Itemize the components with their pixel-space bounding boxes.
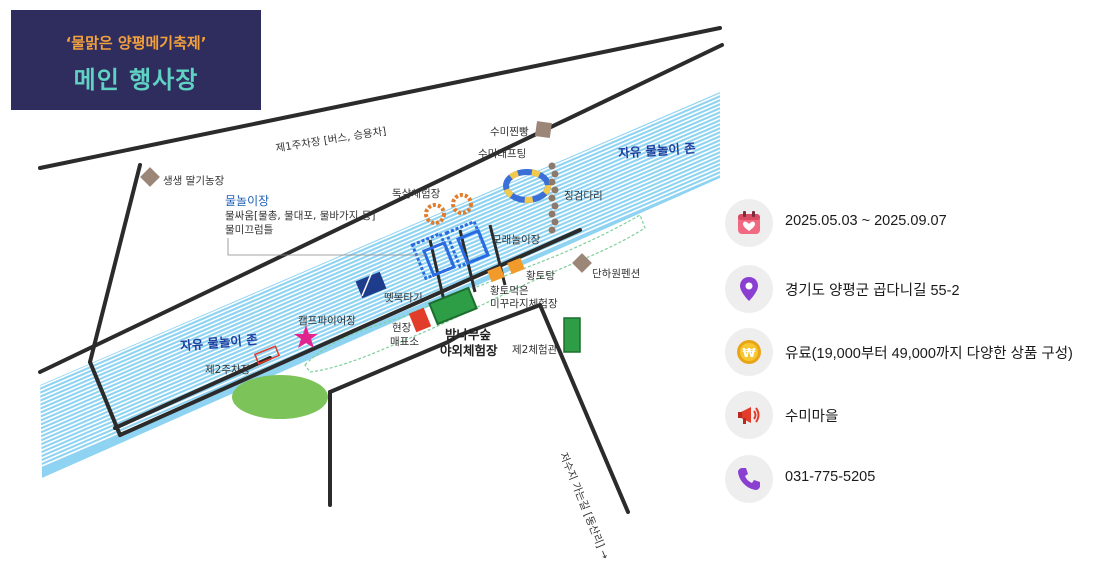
strawberry-farm-marker <box>140 167 160 187</box>
river-stripe <box>40 165 720 478</box>
fish-catch-marker <box>424 193 473 225</box>
label-forest-line2: 야외체험장 <box>440 343 498 358</box>
campfire-marker <box>294 325 318 348</box>
calendar-icon <box>725 199 773 247</box>
stepping-stone <box>548 210 556 218</box>
hall2-marker <box>563 317 581 353</box>
label-ticket-line2: 매표소 <box>390 336 419 348</box>
island-outline <box>304 214 646 373</box>
label-mud-bath: 황토탕 <box>526 270 555 282</box>
ticket-office-marker <box>408 307 432 333</box>
stepping-stone <box>551 218 559 226</box>
stepping-stones <box>548 162 559 234</box>
label-water-play-line2: 물미끄럼틀 <box>225 224 274 236</box>
label-water-play-title: 물놀이장 <box>225 194 270 208</box>
label-mud-mission: 황토먹은 미꾸라지체험장 <box>490 285 558 310</box>
stepping-stone <box>548 194 556 202</box>
pension-marker <box>572 253 592 273</box>
location-pin-icon <box>725 265 773 313</box>
label-bridge: 징검다리 <box>564 190 603 202</box>
info-date: 2025.05.03 ~ 2025.09.07 <box>725 199 1105 247</box>
info-organizer-text: 수미마을 <box>785 409 839 425</box>
label-sand-play: 모래놀이장 <box>492 234 541 246</box>
label-forest-line1: 밤나무숲 <box>445 327 492 342</box>
label-raft: 뗏목타기 <box>384 292 423 304</box>
river-stripe <box>40 149 720 465</box>
mud-bath-marker <box>487 265 505 283</box>
stepping-stone <box>551 170 559 178</box>
svg-text:₩: ₩ <box>742 346 756 360</box>
river-stripe <box>40 117 720 433</box>
label-hall2: 제2체험관 <box>512 344 558 356</box>
label-strawberry-farm: 생생 딸기농장 <box>163 175 225 187</box>
stepping-stone <box>548 226 556 234</box>
river-stripe <box>40 157 720 473</box>
header-banner: ‘물맑은 양평메기축제’ 메인 행사장 <box>11 10 261 110</box>
megaphone-icon <box>725 391 773 439</box>
river-stripe <box>40 145 720 461</box>
label-sumi-bread: 수미찐빵 <box>490 126 529 138</box>
info-date-text: 2025.05.03 ~ 2025.09.07 <box>785 213 947 229</box>
label-campfire: 캠프파이어장 <box>298 315 356 327</box>
stepping-stone <box>548 162 556 170</box>
header-subtitle: ‘물맑은 양평메기축제’ <box>65 34 207 52</box>
festival-map: ‘물맑은 양평메기축제’ 메인 행사장 제1주차장 [버스, 승용차] 생생 딸… <box>11 10 724 561</box>
info-phone-text: 031-775-5205 <box>785 469 876 485</box>
header-title: 메인 행사장 <box>73 66 199 94</box>
stepping-stone <box>551 186 559 194</box>
label-sumi-rafting: 수미래프팅 <box>478 148 527 160</box>
river-stripe <box>40 109 720 425</box>
info-address: 경기도 양평군 곱다니길 55-2 <box>725 265 1105 313</box>
river-stripe <box>40 92 720 405</box>
parking2-marker <box>253 345 281 365</box>
sumi-bread-marker <box>534 121 552 139</box>
coin-icon: ₩ <box>725 328 773 376</box>
label-pension: 단하원펜션 <box>592 268 641 280</box>
phone-icon <box>725 455 773 503</box>
map-drawing <box>38 26 724 514</box>
stepping-stone <box>548 178 556 186</box>
river-stripe <box>40 153 720 469</box>
info-price-text: 유료(19,000부터 49,000까지 다양한 상품 구성) <box>785 346 1073 362</box>
info-address-text: 경기도 양평군 곱다니길 55-2 <box>785 283 960 299</box>
chestnut-forest-marker <box>428 286 478 326</box>
river-stripe <box>40 105 720 421</box>
river-stripe <box>40 101 720 417</box>
stepping-stone <box>551 202 559 210</box>
info-price: ₩ 유료(19,000부터 49,000까지 다양한 상품 구성) <box>725 328 1105 376</box>
lawn <box>232 375 328 419</box>
river-stripe <box>40 141 720 457</box>
river-stripe <box>40 113 720 429</box>
info-organizer: 수미마을 <box>725 391 1105 439</box>
river-stripe <box>40 93 720 409</box>
label-water-play-line1: 물싸움[물총, 물대포, 물바가지 등] <box>225 210 376 222</box>
label-parking2: 제2주차장 <box>205 364 251 376</box>
info-phone: 031-775-5205 <box>725 455 1105 503</box>
sand-play-marker <box>410 219 491 281</box>
label-fish-catch: 독살체험장 <box>392 188 441 200</box>
label-ticket-line1: 현장 <box>392 322 412 334</box>
